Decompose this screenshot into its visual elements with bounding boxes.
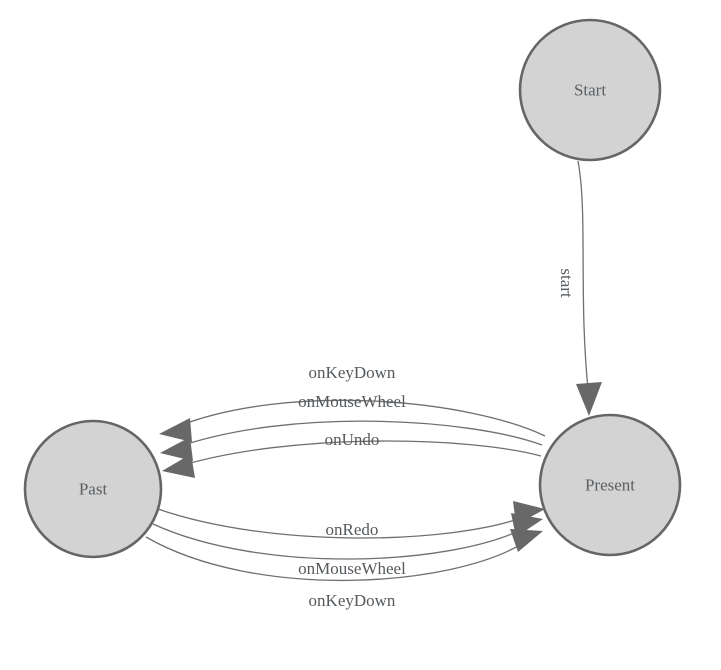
edge-label-onmousewheel-bottom: onMouseWheel xyxy=(298,559,406,578)
edge-path-past-present-keydown xyxy=(145,536,526,582)
node-start-circle xyxy=(518,18,662,162)
node-present-label: Present xyxy=(585,476,635,495)
edge-label-start: start xyxy=(557,268,576,298)
node-past-label: Past xyxy=(79,480,108,499)
edge-path-start-present xyxy=(577,160,590,399)
edge-label-onmousewheel-top: onMouseWheel xyxy=(298,392,406,411)
edge-present-to-past-onkeydown[interactable] xyxy=(159,399,546,442)
edge-present-to-past-onmousewheel[interactable] xyxy=(160,420,543,461)
edge-path-present-past-keydown xyxy=(175,399,546,437)
edge-label-onundo: onUndo xyxy=(325,430,380,449)
edge-past-to-present-onkeydown[interactable] xyxy=(145,529,543,582)
arrowhead-present-past-undo xyxy=(162,454,195,478)
node-present-circle xyxy=(538,413,682,557)
arrowhead-present-past-wheel xyxy=(160,437,193,461)
edge-label-onkeydown-bottom: onKeyDown xyxy=(309,591,396,610)
node-past-circle xyxy=(23,419,163,559)
node-past[interactable]: Past xyxy=(23,419,163,559)
edge-path-present-past-wheel xyxy=(177,420,543,448)
edge-label-onredo: onRedo xyxy=(326,520,379,539)
edge-present-to-past-onundo[interactable] xyxy=(162,440,542,478)
node-start-label: Start xyxy=(574,81,606,100)
edge-path-present-past-undo xyxy=(179,440,542,467)
edge-label-onkeydown-top: onKeyDown xyxy=(309,363,396,382)
arrowhead-past-present-keydown xyxy=(510,529,543,552)
edge-path-past-present-redo xyxy=(157,508,528,539)
arrowhead-start-present xyxy=(576,382,602,416)
node-present[interactable]: Present xyxy=(538,413,682,557)
arrowhead-present-past-keydown xyxy=(159,418,192,442)
edge-path-past-present-wheel xyxy=(152,523,526,560)
node-start[interactable]: Start xyxy=(518,18,662,162)
edge-start-to-present[interactable]: start xyxy=(557,160,602,416)
